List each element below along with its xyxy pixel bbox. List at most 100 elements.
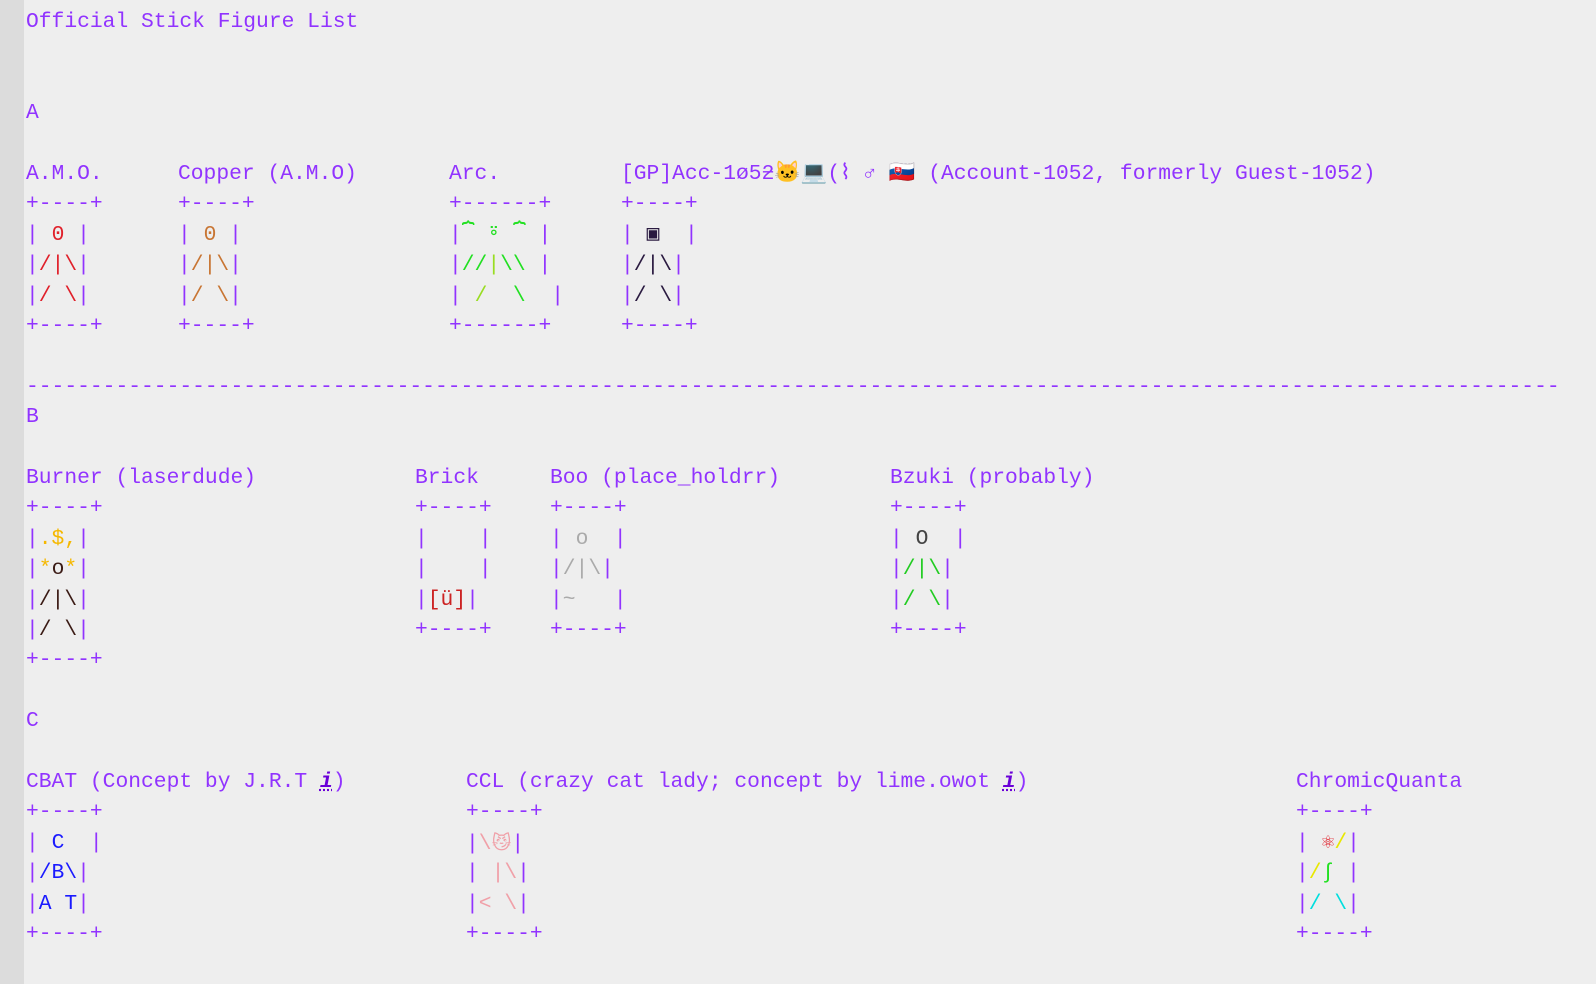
figure-art-line: +----+ xyxy=(550,493,627,523)
art-glyphs: +----+ xyxy=(621,314,698,338)
art-glyphs: +----+ xyxy=(26,496,103,521)
figure-name-text: Burner (laserdude) xyxy=(26,466,257,490)
figure-art-line: +----+ xyxy=(178,189,255,219)
figure-name: Burner (laserdude) xyxy=(26,463,256,493)
art-glyphs: +----+ xyxy=(1296,922,1373,946)
figure-art-line: |/|\| xyxy=(890,554,954,584)
figure-art-line: |~ | xyxy=(550,585,627,615)
art-glyphs: | xyxy=(1296,830,1322,855)
figure-art-line: |/ \| xyxy=(26,615,90,645)
figure-art-line: +----+ xyxy=(890,615,967,645)
figure-name: ChromicQuanta xyxy=(1296,767,1462,797)
art-glyphs: | xyxy=(77,283,90,308)
art-glyphs: ⚛ xyxy=(1321,830,1335,855)
art-glyphs: /|\ xyxy=(633,253,673,278)
art-glyphs: | xyxy=(941,587,954,612)
art-glyphs: / \ xyxy=(902,587,942,612)
figure-art-line: | |\| xyxy=(466,858,530,888)
art-glyphs: | xyxy=(1347,830,1360,855)
art-glyphs: |\ xyxy=(491,861,518,886)
art-glyphs: | xyxy=(415,587,428,612)
art-glyphs xyxy=(487,284,513,308)
figure-art-line: |A T| xyxy=(26,889,90,919)
figure-name-text: [GP]Acc-1ø5ƻ🐱💻(⌇ ♂ 🇸🇰 (Account-1052, for… xyxy=(621,162,1376,186)
art-glyphs: | xyxy=(517,891,530,916)
figure-name: [GP]Acc-1ø5ƻ🐱💻(⌇ ♂ 🇸🇰 (Account-1052, for… xyxy=(621,159,1376,189)
art-glyphs: | xyxy=(64,830,103,855)
art-glyphs: | xyxy=(178,253,191,278)
art-glyphs: | xyxy=(77,526,90,551)
art-glyphs: | xyxy=(525,222,552,247)
art-glyphs: [ü] xyxy=(427,587,467,612)
art-glyphs: 0 xyxy=(51,222,65,247)
art-glyphs: * xyxy=(64,557,78,582)
art-glyphs: +----+ xyxy=(26,800,103,825)
art-glyphs: | xyxy=(449,222,462,247)
figure-art-line: +----+ xyxy=(26,919,103,949)
art-glyphs: | xyxy=(1296,861,1309,886)
art-glyphs: | xyxy=(26,222,52,247)
art-glyphs: / \ xyxy=(633,283,673,308)
figure-art-line: |/|\| xyxy=(550,554,614,584)
figure-art-line: |⏞ ⍤ ⏞ | xyxy=(449,220,551,250)
art-glyphs: | xyxy=(517,861,530,886)
art-glyphs: | xyxy=(26,557,39,582)
art-glyphs: / \ xyxy=(1308,891,1348,916)
art-glyphs: +----+ xyxy=(178,314,255,338)
figure-name: A.M.O. xyxy=(26,159,103,189)
figure-art-line: +----+ xyxy=(415,615,492,645)
art-glyphs: /|\ xyxy=(38,253,78,278)
figure-art-line: +----+ xyxy=(621,189,698,219)
figure-art-line: | ⚛/| xyxy=(1296,828,1360,858)
art-glyphs: | xyxy=(1347,891,1360,916)
figure-name: Boo (place_holdrr) xyxy=(550,463,780,493)
figure-name-text: Boo (place_holdrr) xyxy=(550,466,781,490)
art-glyphs: | xyxy=(26,830,52,855)
art-glyphs: ▣ xyxy=(646,222,660,247)
figure-art-line: |/ \| xyxy=(890,585,954,615)
figure-name-text: Copper (A.M.O) xyxy=(178,162,357,186)
art-glyphs: | xyxy=(77,618,90,642)
art-glyphs: | xyxy=(26,587,39,612)
art-glyphs: | xyxy=(449,253,462,278)
figure-art-line: +----+ xyxy=(1296,797,1373,827)
art-glyphs: .$, xyxy=(38,526,78,551)
art-glyphs: /|\ xyxy=(562,557,602,582)
art-glyphs: o xyxy=(51,557,65,582)
art-glyphs: | xyxy=(621,253,634,278)
figure-art-line: |\😼| xyxy=(466,828,524,858)
figure-art-line: |[ü]| xyxy=(415,585,479,615)
figure-art-line: |/|\| xyxy=(621,250,685,280)
figure-art-line: |/|\| xyxy=(26,250,90,280)
figure-name: CBAT (Concept by J.R.T i) xyxy=(26,767,346,797)
figure-art-line: |/B\| xyxy=(26,858,90,888)
info-icon[interactable]: i xyxy=(319,770,333,794)
art-glyphs: | xyxy=(178,283,191,308)
art-glyphs: / xyxy=(474,283,488,308)
art-glyphs: | xyxy=(621,222,647,247)
figure-art-line: | O | xyxy=(890,524,967,554)
figure-art-line: |/∫ | xyxy=(1296,858,1360,888)
figure-art-line: | o | xyxy=(550,524,627,554)
art-glyphs: /|\ xyxy=(902,557,942,582)
art-glyphs: +----+ xyxy=(26,922,103,946)
art-glyphs: | xyxy=(941,557,954,582)
art-glyphs: | xyxy=(550,587,563,612)
art-glyphs: | xyxy=(511,831,525,856)
art-glyphs: | xyxy=(77,861,90,886)
figure-art-line: |/ \| xyxy=(26,281,90,311)
art-glyphs: +----+ xyxy=(26,648,103,673)
art-glyphs: +----+ xyxy=(1296,800,1373,825)
art-glyphs: / \ xyxy=(38,283,78,308)
art-glyphs: /|\ xyxy=(190,253,230,278)
art-glyphs: | xyxy=(588,526,627,551)
art-glyphs: | xyxy=(1296,891,1309,916)
figure-art-line: +----+ xyxy=(26,645,103,675)
art-glyphs: ∫ xyxy=(1321,861,1335,886)
art-glyphs: \ xyxy=(478,831,492,856)
art-glyphs: | xyxy=(229,283,242,308)
info-icon[interactable]: i xyxy=(1002,770,1016,794)
art-glyphs: O xyxy=(915,526,929,551)
art-glyphs: | xyxy=(77,253,90,278)
art-glyphs: / \ xyxy=(38,618,78,642)
